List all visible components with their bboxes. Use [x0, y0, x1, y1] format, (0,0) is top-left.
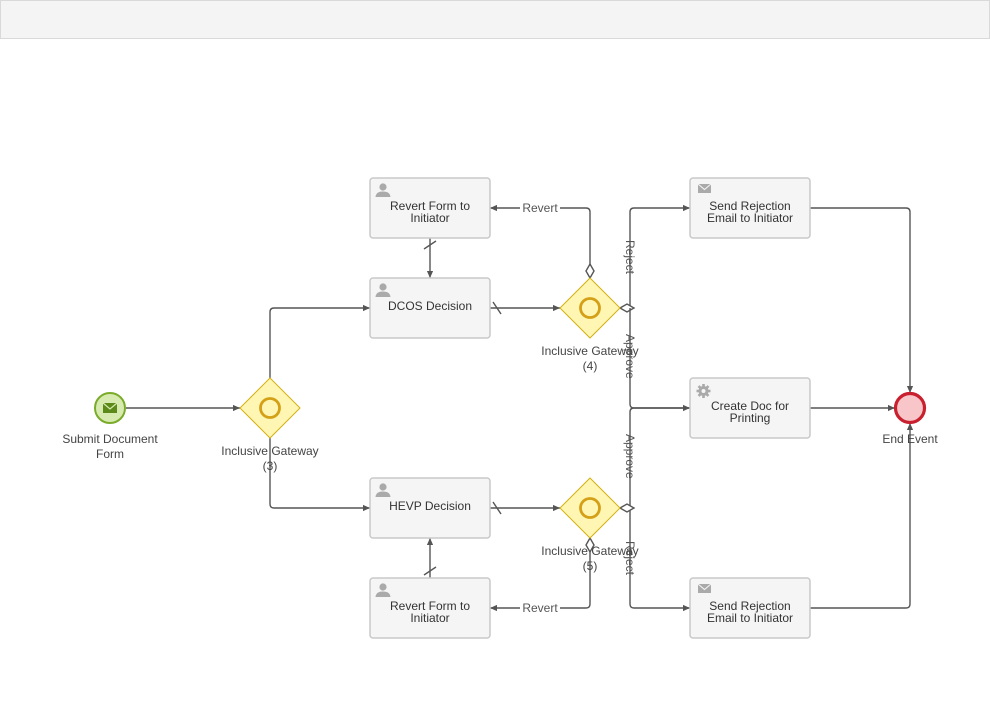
task-create-doc-line2: Printing [730, 411, 771, 425]
user-icon [375, 183, 391, 197]
gateway3-label-line2: (3) [263, 459, 278, 473]
task-revert-bottom-line2: Initiator [410, 611, 449, 625]
task-send-rejection-bottom[interactable]: Send Rejection Email to Initiator [689, 577, 811, 639]
task-revert-top[interactable]: Revert Form to Initiator [369, 177, 491, 239]
task-reject-top-line1: Send Rejection [709, 199, 790, 213]
user-icon [375, 583, 391, 597]
task-reject-bottom-line1: Send Rejection [709, 599, 790, 613]
flow-label-approve-bottom: Approve [623, 434, 637, 479]
gateway4-label-line2: (4) [583, 359, 598, 373]
user-icon [375, 283, 391, 297]
task-reject-bottom-line2: Email to Initiator [707, 611, 793, 625]
task-create-doc-line1: Create Doc for [711, 399, 789, 413]
user-icon [375, 483, 391, 497]
flow-gateway5-reject[interactable] [620, 507, 690, 612]
task-reject-top-line2: Email to Initiator [707, 211, 793, 225]
gateway5-label-line2: (5) [583, 559, 598, 573]
inclusive-gateway-5[interactable] [559, 477, 621, 539]
flow-labels: Revert Revert Reject Approve Approve Rej… [520, 200, 637, 615]
flow-gateway4-approve[interactable] [629, 308, 690, 412]
task-dcos-decision[interactable]: DCOS Decision [369, 277, 491, 339]
gear-icon [696, 384, 711, 398]
gateway4-label-line1: Inclusive Gateway [541, 344, 638, 358]
flow-label-revert-bottom: Revert [522, 601, 558, 615]
end-event[interactable] [893, 391, 927, 425]
task-hevp-decision[interactable]: HEVP Decision [369, 477, 491, 539]
start-event-label-line1: Submit Document [62, 432, 158, 446]
flow-gateway5-revert[interactable] [490, 538, 591, 612]
task-revert-bottom[interactable]: Revert Form to Initiator [369, 577, 491, 639]
task-revert-top-line2: Initiator [410, 211, 449, 225]
inclusive-gateway-3[interactable] [239, 377, 301, 439]
task-create-doc[interactable]: Create Doc for Printing [689, 377, 811, 439]
gateway5-label-line1: Inclusive Gateway [541, 544, 638, 558]
flow-label-revert-top: Revert [522, 201, 558, 215]
flow-label-reject-bottom: Reject [623, 541, 637, 576]
envelope-icon [697, 183, 712, 193]
flow-gateway3-to-hevp[interactable] [269, 438, 370, 512]
gateway3-label-line1: Inclusive Gateway [221, 444, 318, 458]
start-event-label-line2: Form [96, 447, 124, 461]
end-event-label: End Event [882, 432, 938, 446]
flow-reject-bottom-to-end[interactable] [810, 423, 914, 609]
flow-gateway5-approve[interactable] [629, 407, 690, 508]
top-toolbar [0, 0, 990, 39]
task-dcos-label: DCOS Decision [388, 299, 472, 313]
task-hevp-label: HEVP Decision [389, 499, 471, 513]
task-send-rejection-top[interactable]: Send Rejection Email to Initiator [689, 177, 811, 239]
flow-label-approve-top: Approve [623, 334, 637, 379]
flow-gateway3-to-dcos[interactable] [269, 304, 370, 378]
task-revert-bottom-line1: Revert Form to [390, 599, 470, 613]
inclusive-gateway-4[interactable] [559, 277, 621, 339]
flow-reject-top-to-end[interactable] [810, 207, 914, 393]
start-event[interactable] [94, 392, 126, 424]
flow-gateway4-reject[interactable] [620, 204, 690, 309]
task-revert-top-line1: Revert Form to [390, 199, 470, 213]
sequence-flows [126, 204, 914, 612]
envelope-icon [697, 583, 712, 593]
flow-label-reject-top: Reject [623, 240, 637, 275]
envelope-icon [102, 402, 118, 413]
flow-gateway4-revert[interactable] [490, 204, 591, 278]
